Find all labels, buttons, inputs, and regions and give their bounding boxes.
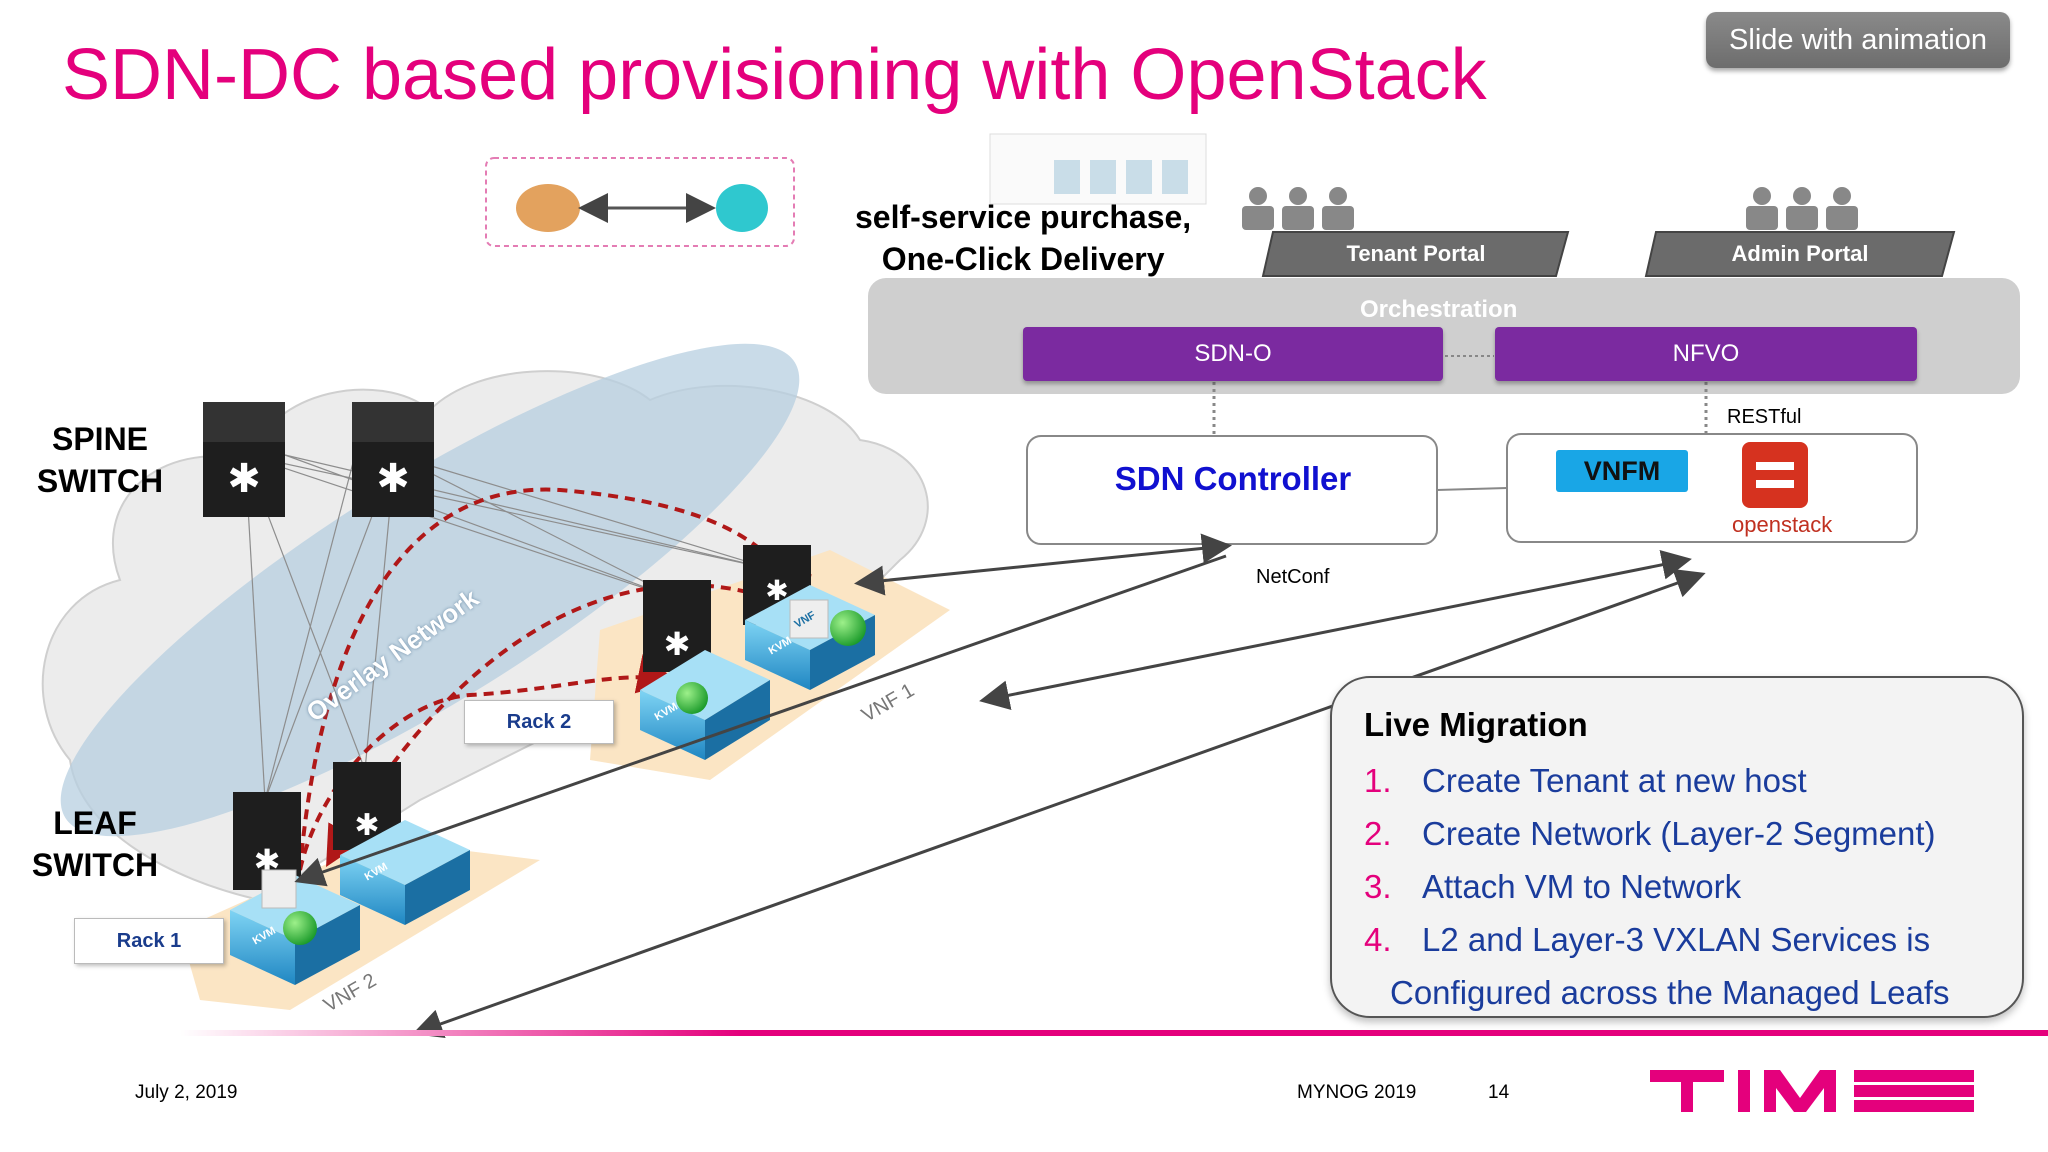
spine-line1: SPINE [51, 421, 149, 457]
self-service-line1: self-service purchase, [855, 199, 1192, 235]
rack2-label: Rack 2 [464, 700, 614, 744]
tenant-users-icon [1242, 187, 1354, 230]
footer-divider [180, 1030, 2048, 1036]
vm-green-rack2-b [830, 610, 866, 646]
migration-arrow-1 [298, 487, 812, 871]
spine-switch-label: SPINE SWITCH [30, 418, 170, 502]
step-number: 2. [1364, 815, 1392, 852]
animation-badge[interactable]: Slide with animation [1706, 12, 2010, 68]
svg-text:✱: ✱ [664, 625, 691, 663]
vm-green-rack2-a [676, 682, 708, 714]
openstack-label: openstack [1732, 512, 1833, 537]
netconf-label: NetConf [1256, 566, 1330, 588]
orchestration-label: Orchestration [1360, 296, 1518, 323]
svg-text:✱: ✱ [376, 456, 410, 502]
admin-users-icon [1746, 187, 1858, 230]
leaf-line2: SWITCH [31, 847, 159, 883]
admin-portal[interactable]: Admin Portal [1731, 241, 1869, 266]
slide-title: SDN-DC based provisioning with OpenStack [62, 35, 1487, 115]
nfvo-block[interactable]: NFVO [1495, 327, 1917, 381]
sdn-o-block[interactable]: SDN-O [1023, 327, 1443, 381]
vm-green-rack1 [283, 911, 317, 945]
footer-event: MYNOG 2019 [1297, 1082, 1417, 1103]
self-service-line2: One-Click Delivery [881, 241, 1165, 277]
spine-line2: SWITCH [36, 463, 164, 499]
page-number: 14 [1488, 1082, 1510, 1103]
step-number: 1. [1364, 762, 1392, 799]
sdn-controller-label: SDN Controller [1114, 460, 1352, 497]
restful-label: RESTful [1727, 406, 1802, 428]
step-number: 4. [1364, 921, 1392, 958]
vnf-cube-rack1 [261, 869, 297, 909]
migration-step-1: 1. Create Tenant at new host [1364, 762, 1807, 800]
router-icon [516, 184, 580, 232]
tenant-portal[interactable]: Tenant Portal [1346, 241, 1486, 266]
live-migration-panel [1330, 676, 2024, 1018]
tenant-portal-shape [1261, 231, 1570, 277]
self-service-label: self-service purchase, One-Click Deliver… [855, 196, 1191, 280]
step-text: Attach VM to Network [1422, 868, 1742, 905]
footer-date: July 2, 2019 [135, 1082, 238, 1103]
step-text: Create Network (Layer-2 Segment) [1422, 815, 1936, 852]
leaf-switch-label: LEAF SWITCH [24, 802, 166, 886]
switch-icon [716, 184, 768, 232]
migration-step-4: 4. L2 and Layer-3 VXLAN Services is [1364, 921, 1930, 959]
openstack-logo [1742, 442, 1808, 508]
svg-text:✱: ✱ [227, 456, 261, 502]
step-number: 3. [1364, 868, 1392, 905]
step-text: L2 and Layer-3 VXLAN Services is [1422, 921, 1931, 958]
live-migration-title: Live Migration [1364, 706, 1588, 743]
vnfm-block[interactable]: VNFM [1556, 450, 1688, 492]
vnfm-arrow-3 [412, 568, 1706, 1039]
leaf-line1: LEAF [53, 805, 137, 841]
step-text: Create Tenant at new host [1422, 762, 1807, 799]
migration-step-2: 2. Create Network (Layer-2 Segment) [1364, 815, 1936, 853]
spine-switch-1: ✱ [203, 402, 285, 517]
netconf-arrow [854, 533, 1232, 596]
admin-portal-shape [1644, 231, 1956, 277]
migration-step-3: 3. Attach VM to Network [1364, 868, 1741, 906]
rack1-label: Rack 1 [74, 918, 224, 964]
spine-switch-2: ✱ [352, 402, 434, 517]
migration-step-4-continuation: Configured across the Managed Leafs [1390, 974, 1950, 1011]
time-logo [1650, 1058, 1976, 1122]
